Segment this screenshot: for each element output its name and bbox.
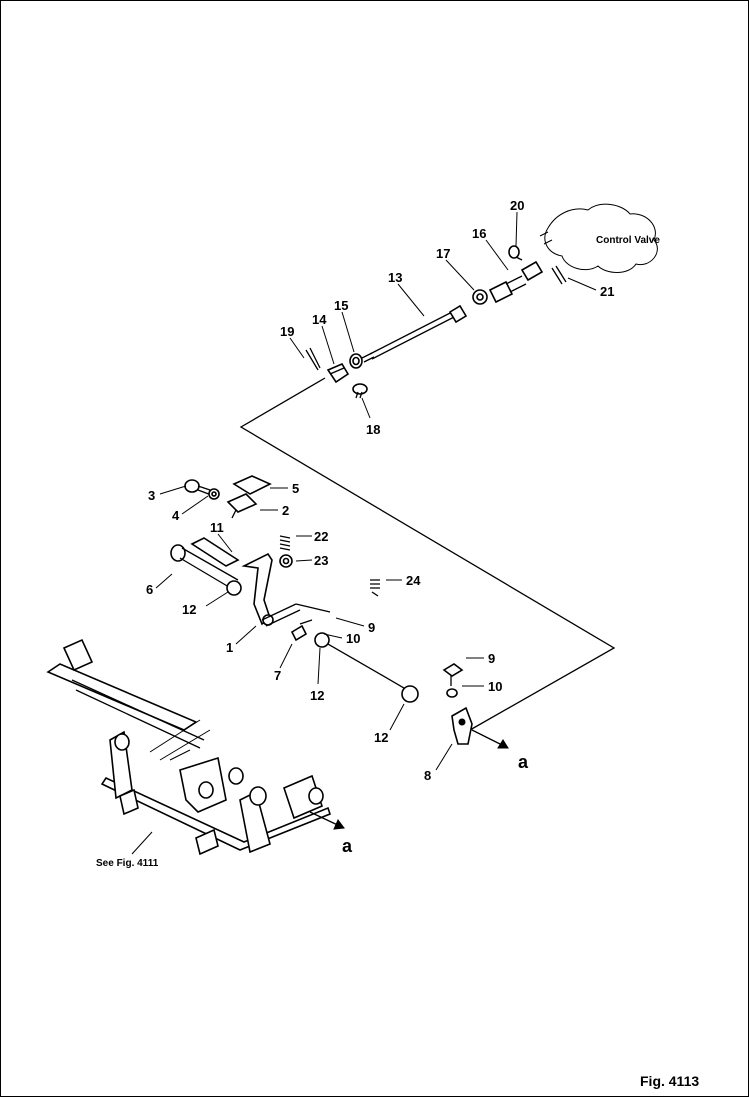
arrow-a-right <box>471 729 509 749</box>
callout-8: 8 <box>424 768 431 783</box>
bolt-9-lower <box>442 663 464 686</box>
callout-10-lower: 10 <box>488 679 502 694</box>
callout-13: 13 <box>388 270 402 285</box>
bolt-9-upper <box>295 603 331 613</box>
arm-7 <box>290 624 308 642</box>
callout-18: 18 <box>366 422 380 437</box>
connection-label-right: a <box>518 752 529 772</box>
washer-4 <box>208 488 220 500</box>
rod-13 <box>361 309 459 363</box>
nut-15 <box>349 353 363 369</box>
callout-12-right: 12 <box>374 730 388 745</box>
callout-12-left: 12 <box>182 602 196 617</box>
yoke-16 <box>488 260 544 304</box>
control-valve-label: Control Valve <box>596 235 660 246</box>
callout-1: 1 <box>226 640 233 655</box>
lever-1 <box>241 552 301 627</box>
lever-8 <box>451 706 473 745</box>
callout-11: 11 <box>210 520 224 535</box>
callout-15: 15 <box>334 298 348 313</box>
callout-5: 5 <box>292 481 299 496</box>
control-valve-outline: Control Valve <box>539 203 660 273</box>
nut-23 <box>279 554 293 568</box>
callout-21: 21 <box>600 284 614 299</box>
pin-20 <box>508 245 523 261</box>
cotter-pin-21 <box>551 265 567 285</box>
callout-9-lower: 9 <box>488 651 495 666</box>
plate-11 <box>190 537 240 567</box>
callout-23: 23 <box>314 553 328 568</box>
callout-14: 14 <box>312 312 327 327</box>
linkage-loop-line <box>239 377 616 731</box>
washer-10-lower <box>446 688 458 698</box>
washer-10-upper <box>299 619 313 625</box>
figure-label: Fig. 4113 <box>640 1073 699 1089</box>
callout-16: 16 <box>472 226 486 241</box>
pin-18 <box>352 383 368 399</box>
callout-9-upper: 9 <box>368 620 375 635</box>
callout-20: 20 <box>510 198 524 213</box>
bushing-12-left <box>226 580 242 596</box>
callout-4: 4 <box>172 508 180 523</box>
callout-19: 19 <box>280 324 294 339</box>
callout-10-upper: 10 <box>346 631 360 646</box>
bushing-12-mid <box>314 632 330 648</box>
callout-17: 17 <box>436 246 450 261</box>
callout-6: 6 <box>146 582 153 597</box>
yoke-14 <box>326 362 350 384</box>
callout-7: 7 <box>274 668 281 683</box>
rod-end-upper <box>448 304 468 324</box>
pedal-pad-5 <box>232 475 272 495</box>
leader-lines <box>155 211 597 771</box>
arrow-a-left <box>309 811 345 830</box>
nut-17 <box>472 289 488 305</box>
spring-24 <box>370 579 380 597</box>
callout-3: 3 <box>148 488 155 503</box>
callout-22: 22 <box>314 529 328 544</box>
axis-line-lower <box>327 643 405 689</box>
bushing-12-right <box>401 685 419 703</box>
see-ref-leader <box>131 831 153 855</box>
connection-label-left: a <box>342 836 353 856</box>
callout-24: 24 <box>406 573 421 588</box>
spring-22 <box>279 535 291 551</box>
callout-2: 2 <box>282 503 289 518</box>
bracket-2 <box>226 493 258 519</box>
base-frame <box>46 638 331 856</box>
see-figure-ref: See Fig. 4111 <box>96 858 159 869</box>
callout-12-mid: 12 <box>310 688 324 703</box>
shaft-6 <box>170 544 239 591</box>
cotter-pin-19 <box>305 347 321 371</box>
